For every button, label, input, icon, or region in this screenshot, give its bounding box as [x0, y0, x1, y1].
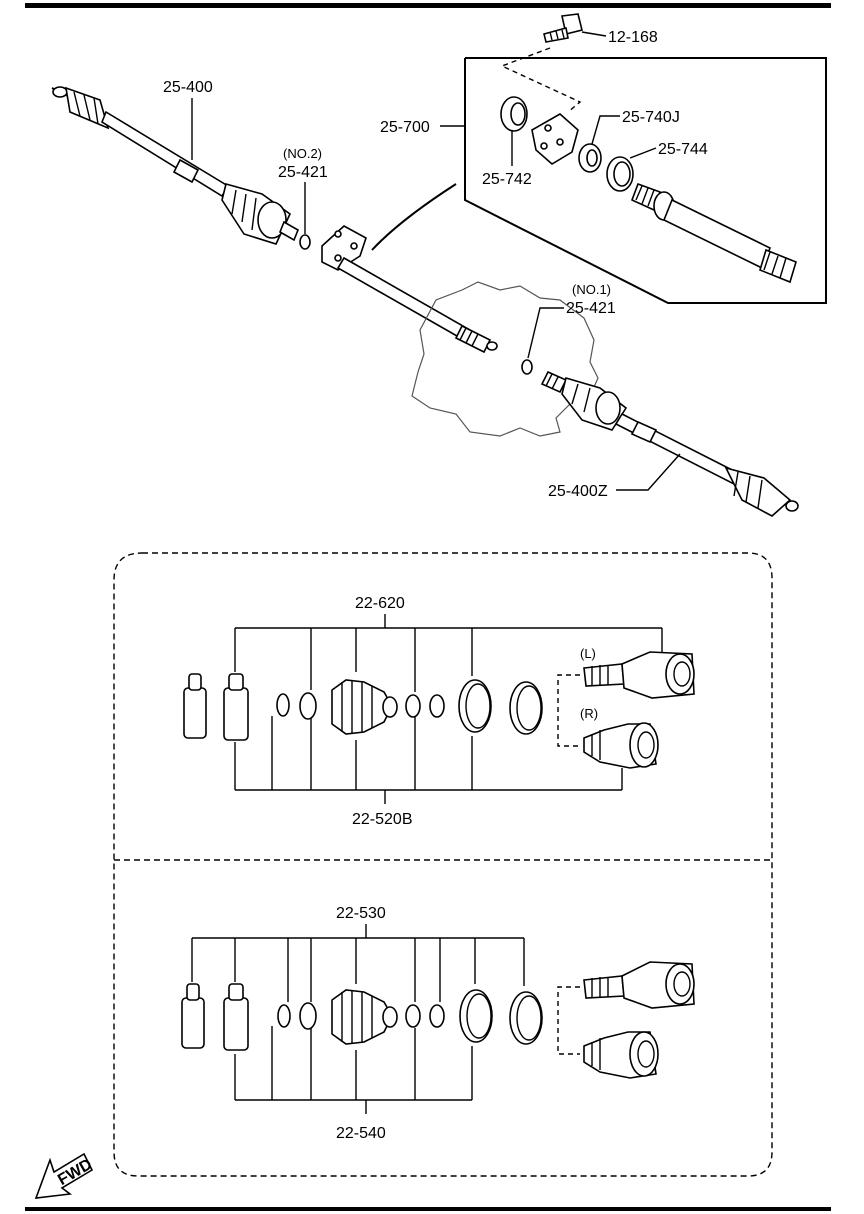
- grease-tube-3[interactable]: [181, 983, 205, 1049]
- label-22-520B: 22-520B: [352, 811, 413, 828]
- label-22-540: 22-540: [336, 1125, 386, 1142]
- left-drive-shaft[interactable]: [51, 86, 300, 245]
- label-22-620: 22-620: [355, 595, 405, 612]
- cv-boot[interactable]: [331, 679, 398, 735]
- bolt-12-168[interactable]: [543, 13, 583, 43]
- label-no2: (NO.2): [283, 146, 322, 161]
- boot-band-3[interactable]: [459, 989, 493, 1043]
- label-25-421-no1: 25-421: [566, 300, 616, 317]
- inner-joint-lower[interactable]: [583, 1031, 659, 1079]
- clip-no2[interactable]: [299, 234, 311, 250]
- bottom-rule: [25, 1207, 831, 1211]
- callout-shaft-right: 25-400Z: [548, 453, 681, 500]
- callout-bearing-assembly: 25-700: [380, 119, 465, 136]
- right-drive-shaft[interactable]: [540, 370, 799, 517]
- boot-band-2[interactable]: [509, 681, 543, 735]
- tag-l: (L): [580, 646, 596, 661]
- top-rule: [25, 3, 831, 8]
- label-25-744: 25-744: [658, 141, 708, 158]
- kit-upper: 22-620 22-520B: [183, 595, 695, 828]
- boot-clamps-outer-lower[interactable]: [277, 1002, 317, 1030]
- label-no1: (NO.1): [572, 282, 611, 297]
- bearing-housing[interactable]: [321, 225, 367, 271]
- callout-bolt: 12-168: [581, 29, 658, 46]
- label-25-421-no2: 25-421: [278, 164, 328, 181]
- kit-lower: 22-530 22-540: [181, 905, 695, 1142]
- callout-clip-no2: (NO.2) 25-421: [278, 146, 328, 234]
- label-25-400Z: 25-400Z: [548, 483, 608, 500]
- label-12-168: 12-168: [608, 29, 658, 46]
- fwd-arrow-icon: FWD: [34, 1152, 95, 1199]
- bearing-25-740J[interactable]: [578, 143, 602, 173]
- snap-ring-25-744[interactable]: [606, 156, 634, 192]
- seal-25-742[interactable]: [500, 96, 528, 132]
- boot-clamps-outer[interactable]: [276, 692, 317, 720]
- grease-tube-1[interactable]: [183, 673, 207, 739]
- callout-shaft-left: 25-400: [163, 79, 213, 160]
- callout-bearing: 25-740J: [591, 109, 680, 145]
- grease-tube-4[interactable]: [223, 983, 249, 1051]
- callout-seal: 25-742: [482, 130, 532, 188]
- tag-r: (R): [580, 706, 598, 721]
- outer-joint-left[interactable]: [583, 651, 695, 699]
- boot-band-4[interactable]: [509, 991, 543, 1045]
- label-25-700: 25-700: [380, 119, 430, 136]
- clip-no1[interactable]: [521, 359, 533, 375]
- label-25-740J: 25-740J: [622, 109, 680, 126]
- box-housing[interactable]: [531, 113, 579, 165]
- callout-snap-ring: 25-744: [629, 141, 708, 159]
- kit-panel: [113, 552, 773, 1177]
- outer-joint-lower[interactable]: [583, 961, 695, 1009]
- boot-clamps-inner[interactable]: [405, 694, 445, 718]
- box-shaft[interactable]: [630, 182, 797, 284]
- boot-band-1[interactable]: [458, 679, 492, 733]
- inner-joint-right[interactable]: [583, 722, 659, 769]
- cv-boot-lower[interactable]: [331, 989, 398, 1045]
- bearing-detail-box: [371, 13, 827, 304]
- label-25-742: 25-742: [482, 171, 532, 188]
- label-22-530: 22-530: [336, 905, 386, 922]
- intermediate-shaft[interactable]: [336, 256, 498, 354]
- callout-clip-no1: (NO.1) 25-421: [527, 282, 616, 359]
- boot-clamps-inner-lower[interactable]: [405, 1004, 445, 1028]
- label-25-400: 25-400: [163, 79, 213, 96]
- grease-tube-2[interactable]: [223, 673, 249, 741]
